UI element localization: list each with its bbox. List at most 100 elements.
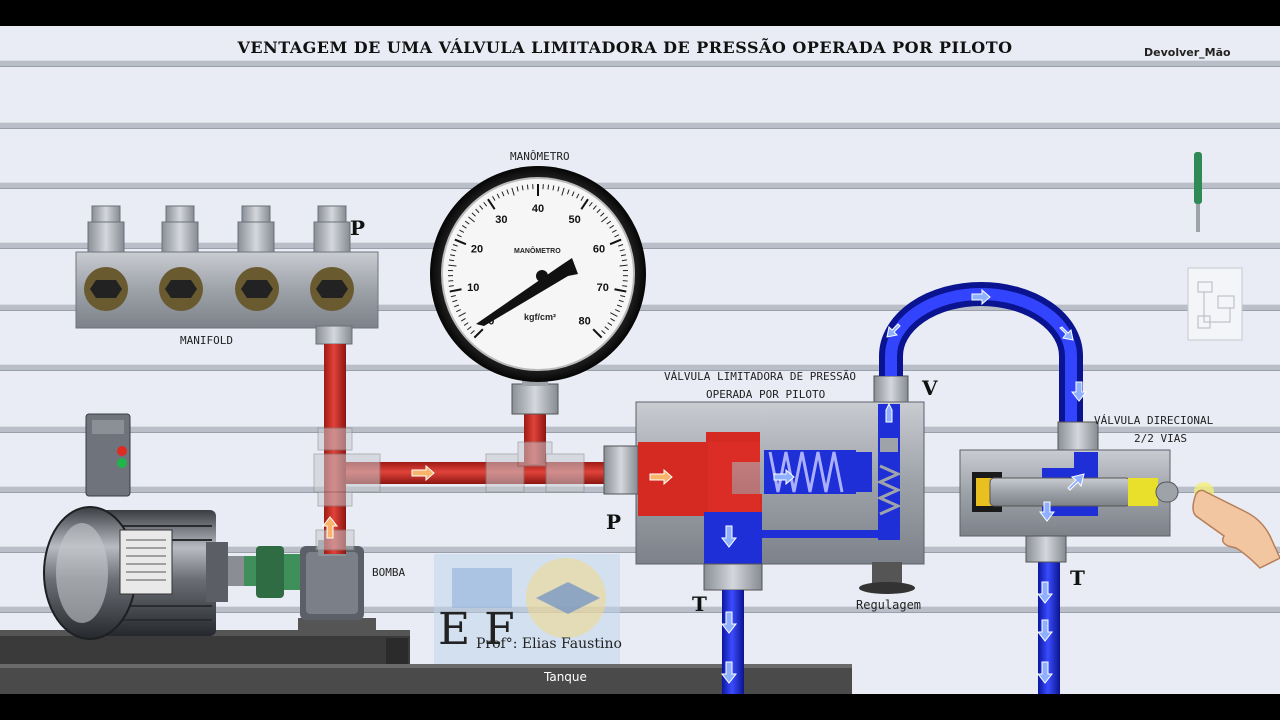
gauge-minor-tick [461,225,467,229]
gauge-minor-tick [449,254,456,257]
gauge-minor-tick [521,185,524,191]
pilot-hose [879,282,1088,426]
gauge-minor-tick [450,294,456,298]
gauge-tick-label: 30 [495,214,507,226]
port-t-relief: T [692,592,707,616]
gauge-minor-tick [516,186,519,192]
gauge-minor-tick [456,309,462,313]
gauge-minor-tick [620,294,626,298]
directional-valve-label: 2/2 VIAS [1134,432,1187,445]
tank-label: Tanque [544,670,587,684]
tank-line [720,554,1060,694]
arrow-up-icon [885,402,893,423]
gauge-major-tick [580,198,589,210]
gauge-minor-tick [614,234,620,238]
gauge-needle [476,258,578,326]
gauge-minor-tick [571,191,575,197]
gauge-minor-tick [621,259,627,262]
gauge-minor-tick [506,189,510,195]
gauge-minor-tick [601,330,606,335]
gauge-minor-tick [461,317,466,322]
port-v: V [922,376,938,400]
gauge-minor-tick [619,249,625,252]
gauge-minor-tick [547,184,550,190]
gauge-minor-tick [600,212,605,217]
gauge-minor-tick [616,304,622,308]
gauge-minor-tick [622,285,628,287]
motor-switch-box[interactable] [85,413,131,497]
gauge-minor-tick [468,216,475,223]
arrow-up-icon [321,516,339,539]
gauge-major-tick [609,238,622,246]
gauge-minor-tick [511,187,515,196]
background-rail [0,364,1280,371]
arrow-down-icon [1036,581,1054,604]
gauge-minor-tick [464,220,470,225]
gauge-minor-tick [576,193,580,199]
gauge-minor-tick [463,322,469,326]
start-button-icon[interactable] [117,458,127,468]
author-logo [434,554,620,664]
screwdriver-icon[interactable] [1194,152,1202,232]
gauge-minor-tick [620,254,627,257]
gauge-unit: kgf/cm² [524,312,557,322]
gauge-minor-tick [588,201,593,207]
background-rail [0,606,1280,613]
port-t-directional: T [1070,566,1085,590]
gauge-minor-tick [566,189,570,195]
adjustment-knob[interactable] [859,582,915,594]
arrow-down-icon [1036,661,1054,684]
stop-button-icon[interactable] [117,446,127,456]
gauge-minor-tick [459,229,465,233]
author-name: Prof°: Elias Faustino [476,636,622,652]
gauge-major-tick [454,238,467,246]
gauge-minor-tick [619,264,628,267]
gauge-tick-label: 60 [593,244,605,256]
gauge-minor-tick [607,322,613,326]
gauge-minor-tick [618,244,624,247]
arrow-down-icon [1059,326,1074,341]
background-rail [0,122,1280,129]
gauge-minor-tick [471,212,476,217]
tank-bar [0,664,852,694]
pointing-hand-icon[interactable] [1192,482,1280,569]
gauge-major-tick [614,288,627,293]
arrow-right-icon [971,288,991,306]
gauge-major-tick [487,198,496,210]
gauge-minor-tick [618,299,624,303]
pump-label: BOMBA [372,566,406,579]
manifold-label: MANIFOLD [180,334,233,347]
port-p-manifold: P [350,216,366,240]
gauge-minor-tick [526,184,529,190]
gauge-minor-tick [592,205,597,210]
gauge-minor-tick [470,330,475,335]
arrow-down-icon [720,525,738,548]
gauge-minor-tick [467,326,472,331]
gauge-major-tick [592,328,603,339]
directional-valve [959,421,1179,563]
arrow-right-icon [411,464,435,482]
gauge-minor-tick [610,317,615,322]
manifold-block [75,205,379,345]
manometer-label: MANÔMETRO [510,150,570,163]
return-hand-link[interactable]: Devolver_Mão [1144,46,1231,59]
gauge-major-tick [473,328,484,339]
gauge-minor-tick [596,208,601,214]
gauge-tick-label: 70 [597,282,609,294]
gauge-tick-label: 40 [532,203,544,215]
gauge-tick-label: 20 [471,244,483,256]
page-title: VENTAGEM DE UMA VÁLVULA LIMITADORA DE PR… [237,38,1013,57]
schematic-thumbnail-icon[interactable] [1187,267,1243,341]
relief-valve-label: VÁLVULA LIMITADORA DE PRESSÃO [664,370,857,383]
background-rail [0,60,1280,67]
gauge-minor-tick [611,229,617,233]
adjustment-label: Regulagem [856,598,922,612]
logo-letters: E F [438,604,515,655]
gauge-minor-tick [561,187,565,196]
gauge-tick-label: 80 [579,316,591,328]
gauge-minor-tick [452,299,458,303]
gauge-minor-tick [552,185,555,191]
arrow-up-icon [1067,473,1085,491]
gauge-minor-tick [483,201,488,207]
